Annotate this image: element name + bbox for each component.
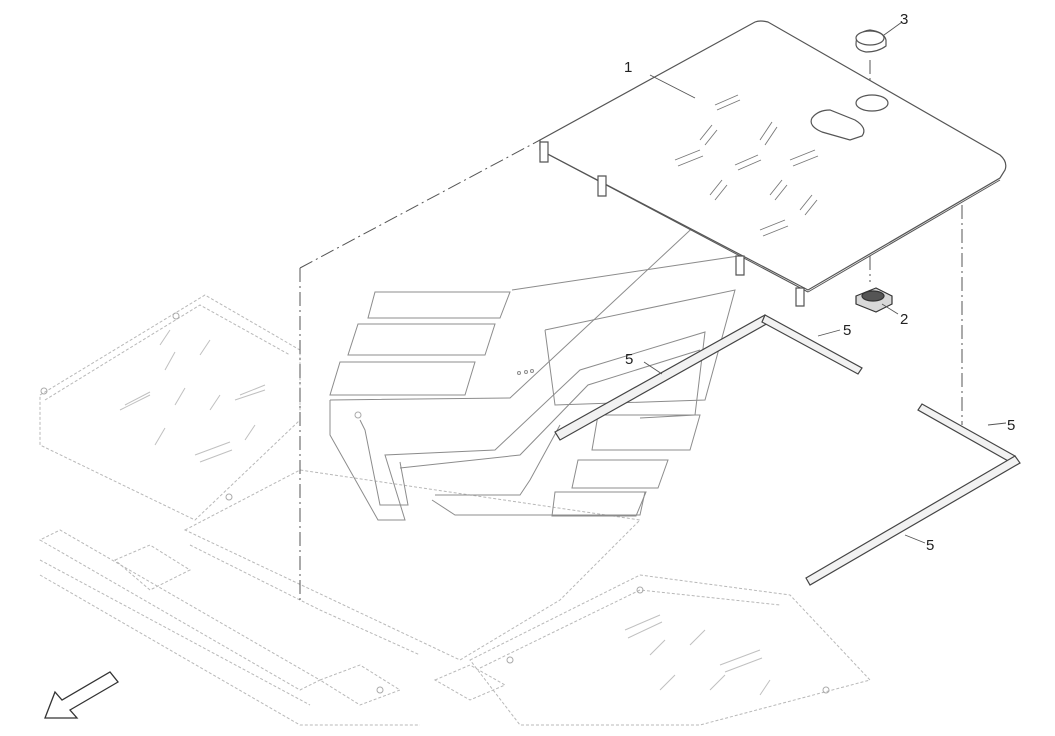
- callout-leaders: [643, 329, 1007, 544]
- cover-tread-pattern: [674, 94, 819, 237]
- callout-5-bottom: 5: [926, 537, 934, 554]
- background-bolts: [40, 312, 830, 694]
- callout-5-right: 5: [1007, 417, 1015, 434]
- callout-labels: 1 2 3 5 5 5 5: [624, 11, 1015, 554]
- callout-3: 3: [900, 11, 908, 28]
- watermark-logo: [329, 163, 761, 521]
- seal-strips-part-5: [554, 314, 1021, 586]
- handle-slot: [810, 109, 865, 141]
- callout-5-upper-right: 5: [843, 322, 851, 339]
- cover-tabs: [539, 141, 805, 307]
- background-floor-assembly: [38, 294, 871, 726]
- callout-5-upper-left: 5: [625, 351, 633, 368]
- cover-plate-part-1: [539, 20, 1007, 307]
- callout-2: 2: [900, 311, 908, 328]
- mount-hole: [855, 94, 889, 112]
- callout-1: 1: [624, 59, 632, 76]
- cap-part-3: [855, 21, 903, 53]
- background-tread-pattern: [119, 329, 771, 696]
- rubber-mount-part-2: [855, 287, 899, 315]
- direction-arrow-icon: [44, 671, 119, 719]
